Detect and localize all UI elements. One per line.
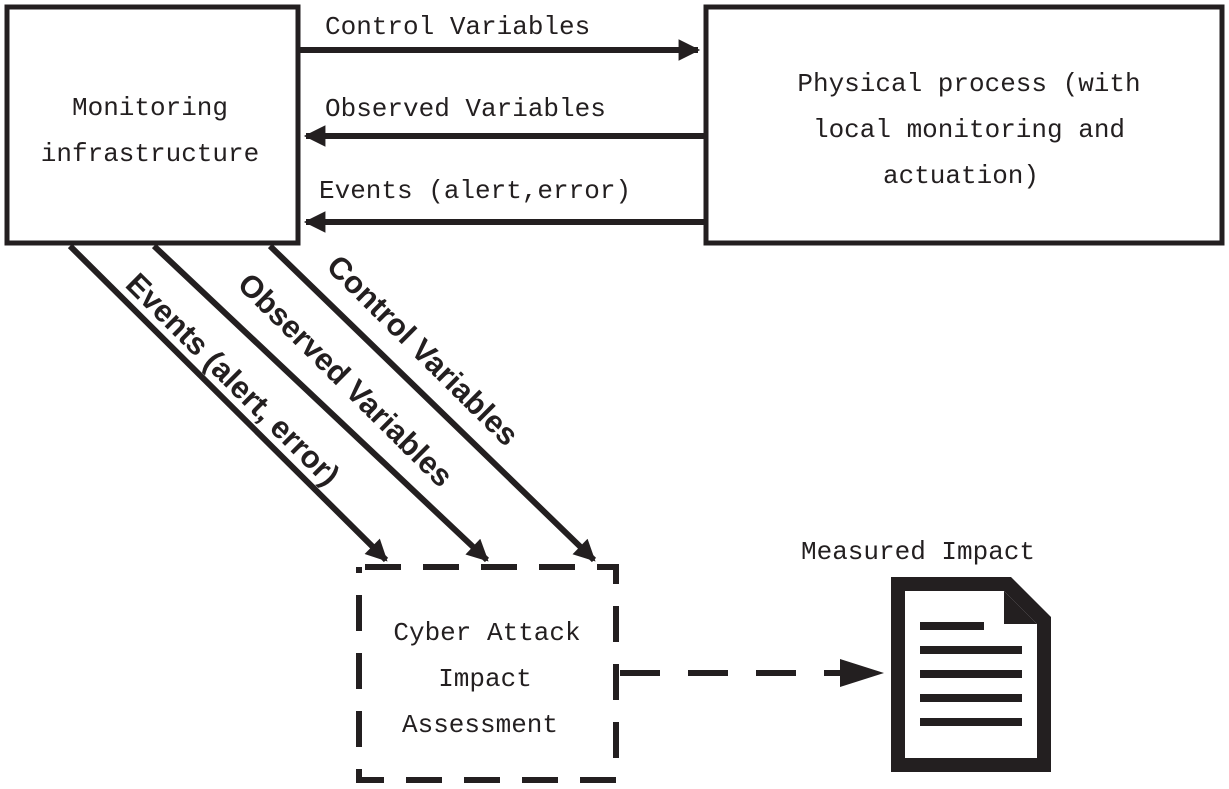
diagonal-events-arrow: Events (alert, error) bbox=[67, 243, 389, 563]
monitoring-box-line-2: infrastructure bbox=[41, 139, 259, 169]
control-variables-arrow: Control Variables bbox=[300, 12, 701, 61]
events-arrow-label: Events (alert,error) bbox=[319, 176, 631, 206]
observed-variables-arrow-label: Observed Variables bbox=[325, 94, 606, 124]
physical-box-line-3: actuation) bbox=[883, 161, 1039, 191]
impact-assessment-box: Cyber Attack Impact Assessment bbox=[356, 564, 619, 783]
observed-variables-arrow: Observed Variables bbox=[303, 94, 704, 147]
assessment-box-line-2: Impact bbox=[438, 664, 532, 694]
measured-impact-arrow bbox=[620, 659, 884, 687]
events-arrow: Events (alert,error) bbox=[303, 176, 704, 233]
assessment-box-line-3: Assessment bbox=[402, 710, 558, 740]
assessment-box-line-1: Cyber Attack bbox=[393, 618, 580, 648]
monitoring-box-line-1: Monitoring bbox=[72, 93, 228, 123]
physical-process-box: Physical process (with local monitoring … bbox=[703, 4, 1225, 246]
diagonal-observed-label: Observed Variables bbox=[231, 266, 460, 494]
diagonal-control-label: Control Variables bbox=[320, 248, 526, 452]
physical-box-line-1: Physical process (with bbox=[797, 69, 1140, 99]
physical-box-line-2: local monitoring and bbox=[813, 115, 1125, 145]
document-icon bbox=[891, 577, 1051, 772]
control-variables-arrow-label: Control Variables bbox=[325, 12, 590, 42]
diagonal-events-label: Events (alert, error) bbox=[119, 266, 347, 492]
measured-impact-label: Measured Impact bbox=[801, 537, 1035, 567]
monitoring-infrastructure-box: Monitoring infrastructure bbox=[4, 4, 301, 246]
